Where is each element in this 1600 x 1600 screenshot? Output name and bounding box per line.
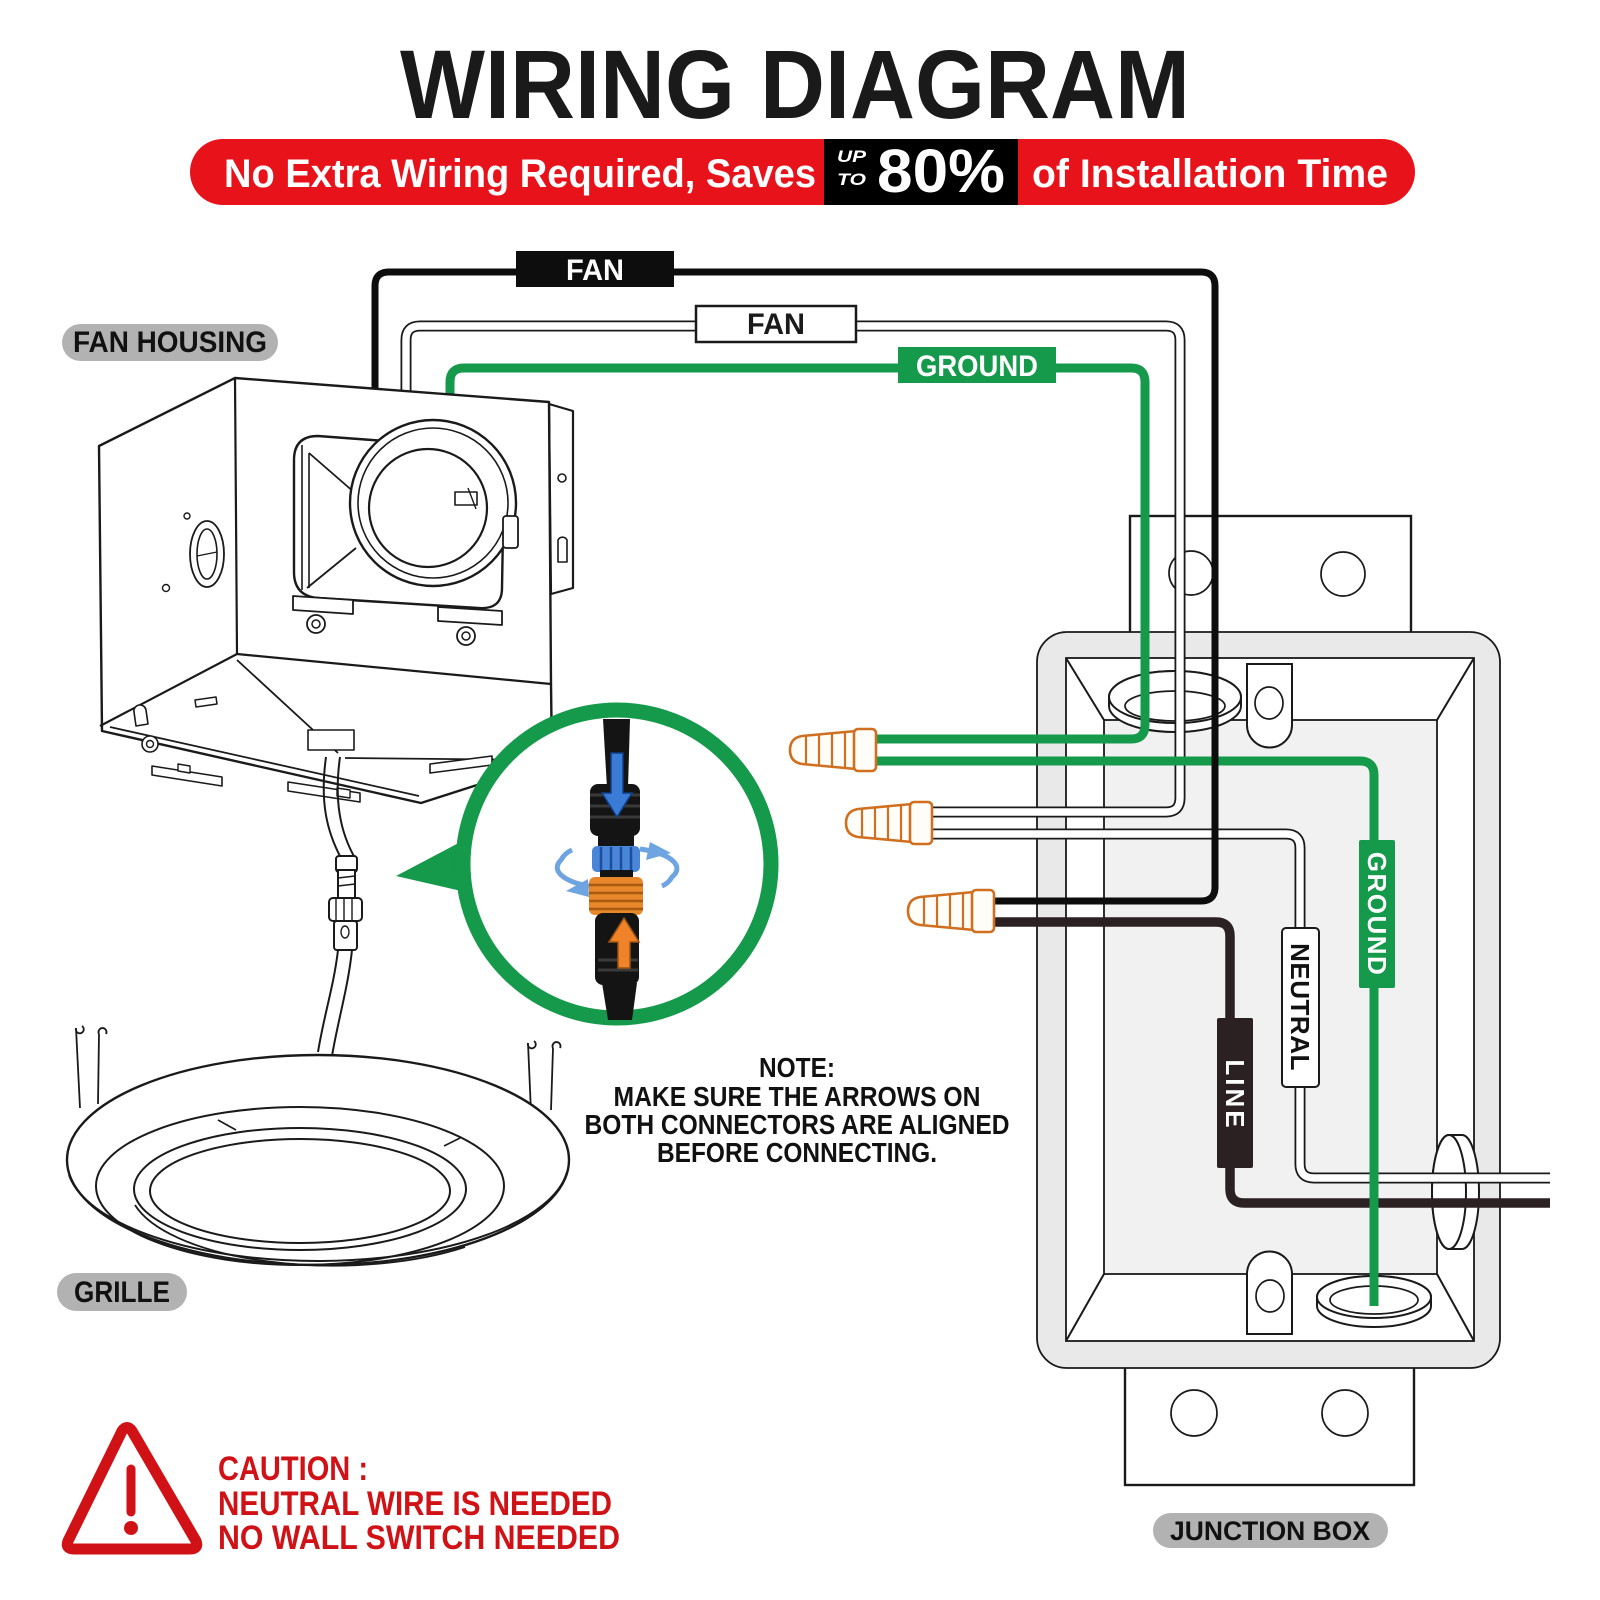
svg-text:CAUTION :: CAUTION : — [218, 1450, 368, 1488]
svg-text:GRILLE: GRILLE — [74, 1276, 170, 1309]
svg-text:BOTH CONNECTORS ARE ALIGNED: BOTH CONNECTORS ARE ALIGNED — [585, 1109, 1010, 1140]
svg-text:No Extra Wiring Required, Save: No Extra Wiring Required, Saves — [224, 152, 816, 196]
svg-text:WIRING DIAGRAM: WIRING DIAGRAM — [400, 30, 1190, 139]
svg-text:FAN: FAN — [566, 254, 624, 287]
svg-text:TO: TO — [837, 170, 866, 189]
svg-text:MAKE SURE THE ARROWS ON: MAKE SURE THE ARROWS ON — [614, 1081, 981, 1112]
svg-text:FAN HOUSING: FAN HOUSING — [73, 326, 267, 359]
svg-text:NEUTRAL: NEUTRAL — [1285, 943, 1315, 1071]
svg-text:JUNCTION BOX: JUNCTION BOX — [1170, 1516, 1370, 1546]
svg-text:of Installation Time: of Installation Time — [1032, 152, 1388, 196]
svg-text:NO WALL SWITCH NEEDED: NO WALL SWITCH NEEDED — [218, 1519, 620, 1557]
svg-text:BEFORE CONNECTING.: BEFORE CONNECTING. — [657, 1137, 937, 1168]
svg-text:UP: UP — [837, 147, 867, 166]
svg-text:GROUND: GROUND — [916, 350, 1038, 383]
svg-text:NEUTRAL WIRE IS NEEDED: NEUTRAL WIRE IS NEEDED — [218, 1485, 612, 1523]
svg-text:NOTE:: NOTE: — [759, 1052, 835, 1083]
svg-text:80%: 80% — [877, 137, 1005, 205]
svg-text:FAN: FAN — [747, 308, 805, 341]
svg-text:GROUND: GROUND — [1362, 852, 1392, 977]
svg-text:LINE: LINE — [1220, 1059, 1250, 1130]
